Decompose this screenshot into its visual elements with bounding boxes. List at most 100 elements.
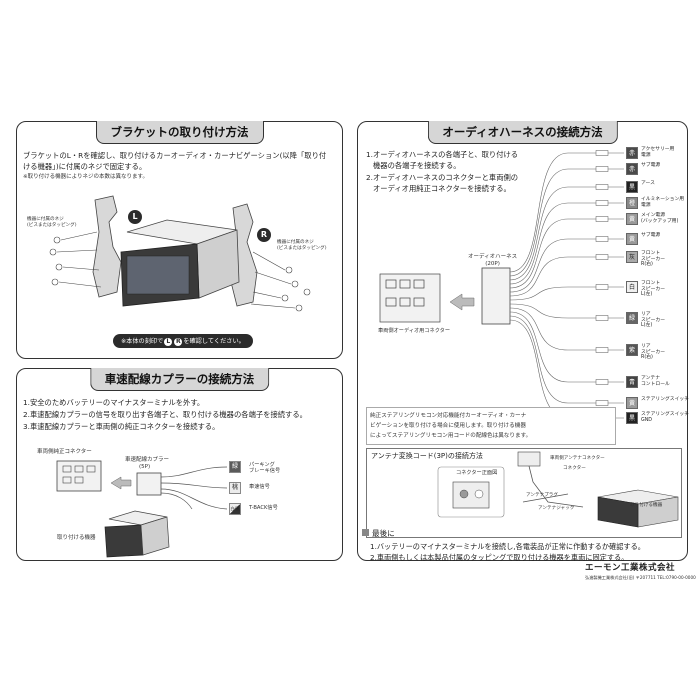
- bracket-desc-1: ブラケットのL・Rを確認し、取り付けるカーオーディオ・カーナビゲーション(以降「…: [23, 151, 327, 160]
- speed-device-label: 取り付ける機器: [57, 535, 96, 541]
- audio-wire-color-11: 黄: [626, 397, 638, 409]
- audio-wire-color-7: 白: [626, 281, 638, 293]
- audio-wire-label-11: ステアリングスイッチ: [641, 397, 689, 402]
- final-step-1: 1.バッテリーのマイナスターミナルを接続し,各電装品が正常に作動するか確認する。: [370, 542, 645, 551]
- speed-vehicle-connector: [56, 460, 102, 492]
- audio-wire-color-1: 赤: [626, 163, 638, 175]
- steering-note-2: ビゲーションを取り付ける場合に使用します。取り付ける機器: [370, 423, 526, 429]
- audio-wire-path-5: [509, 238, 624, 293]
- audio-illustration: [379, 150, 679, 528]
- pill-l: L: [164, 338, 173, 346]
- audio-panel: オーディオハーネスの接続方法 1.オーディオハーネスの各端子と、取り付ける 機器…: [357, 121, 689, 562]
- audio-wire-terminal-6: [595, 254, 609, 260]
- audio-wire-label-7: フロント スピーカー L(左): [641, 281, 665, 298]
- speed-wire-pink: [229, 482, 241, 494]
- badge-r: R: [257, 228, 271, 242]
- right-screw-label-2: (ビスまたはタッピング): [277, 245, 327, 251]
- audio-step-1-l2: 機器の各端子を接続する。: [373, 161, 461, 170]
- antenna-device-front: [597, 496, 639, 528]
- speed-panel: 車速配線カプラーの接続方法 1.安全のためバッテリーのマイナスターミナルを外す。…: [16, 368, 343, 561]
- audio-wire-path-6: [509, 256, 624, 297]
- steering-note: 純正ステアリングリモコン対応機能付カーオーディオ・カーナ ビゲーションを取り付け…: [366, 407, 616, 445]
- harness-label: オーディオハーネス (20P): [468, 254, 517, 268]
- pill-r: R: [174, 338, 183, 346]
- bracket-desc-2: ける機器」)に付属のネジで固定する。: [23, 162, 147, 171]
- audio-wire-color-2: 黒: [626, 181, 638, 193]
- audio-wire-terminal-5: [595, 236, 609, 242]
- company-sub: 弘進製機工業株式会社(旧) 〒207711 TEL:0790-00-0000: [585, 575, 696, 580]
- audio-wire-path-2: [509, 186, 624, 281]
- audio-wire-label-0: アクセサリー用 電源: [641, 147, 675, 158]
- audio-wire-terminal-9: [595, 347, 609, 353]
- left-screws: [49, 231, 102, 288]
- speed-wire-pink-color: 桃: [231, 484, 238, 491]
- bracket-note: ※取り付ける機器によりネジの本数は異なります。: [23, 174, 148, 180]
- speed-title: 車速配線カプラーの接続方法: [89, 368, 270, 391]
- audio-wire-color-6: 灰: [626, 251, 638, 263]
- speed-arrow: [110, 476, 132, 490]
- audio-wire-color-9: 紫: [626, 344, 638, 356]
- audio-vehicle-connector-label: 車両側オーディオ用コネクター: [378, 328, 451, 334]
- pill-suffix: を確認してください。: [183, 338, 245, 345]
- audio-wire-terminal-7: [595, 284, 609, 290]
- pill-prefix: ※本体の刻印で: [121, 338, 164, 345]
- company-name: エーモン工業株式会社: [585, 563, 676, 573]
- right-screws: [250, 251, 311, 312]
- speed-step-3: 3.車速配線カプラーと車両側の純正コネクターを接続する。: [23, 422, 220, 431]
- antenna-vehicle-label: 車両側アンテナコネクター: [550, 456, 605, 461]
- audio-wires: [509, 150, 624, 421]
- speed-wire-green: [229, 461, 241, 473]
- left-screw-label-1: 機器に付属のネジ: [27, 217, 64, 222]
- speed-wire-tback-label: T-BACK信号: [249, 505, 278, 511]
- audio-title: オーディオハーネスの接続方法: [427, 121, 618, 144]
- audio-wire-label-8: リア スピーカー L(左): [641, 312, 665, 329]
- final-square-icon: [362, 529, 369, 536]
- steering-note-1: 純正ステアリングリモコン対応機能付カーオーディオ・カーナ: [370, 413, 527, 419]
- left-screw-label-2: (ビスまたはタッピング): [27, 222, 77, 228]
- coupler-label: 車速配線カプラー (5P): [125, 457, 169, 471]
- speed-device-front: [104, 524, 144, 558]
- audio-wire-label-3: イルミネーション用 電源: [641, 197, 685, 208]
- bracket-title: ブラケットの取り付け方法: [95, 121, 264, 144]
- audio-step-1-l1: 1.オーディオハーネスの各端子と、取り付ける: [366, 150, 519, 159]
- audio-wire-path-11: [509, 315, 624, 404]
- audio-wire-path-1: [509, 168, 624, 277]
- speed-step-2: 2.車速配線カプラーの信号を取り出す各端子と、取り付ける機器の各端子を接続する。: [23, 410, 307, 419]
- audio-wire-terminal-10: [595, 379, 609, 385]
- audio-wire-label-1: サブ電源: [641, 163, 661, 168]
- antenna-title: アンテナ変換コード(3P)の接続方法: [371, 452, 483, 460]
- audio-wire-path-0: [509, 152, 624, 273]
- audio-wire-label-5: サブ電源: [641, 233, 661, 238]
- audio-wire-path-4: [509, 218, 624, 289]
- speed-wire-green-color: 緑: [231, 463, 238, 470]
- audio-wire-terminal-2: [595, 184, 609, 190]
- antenna-front-label: コネクター正面図: [456, 470, 498, 476]
- badge-l: L: [128, 210, 142, 224]
- coupler-label-name: 車速配線カプラー: [125, 457, 170, 463]
- speed-wire-green-label: パーキング ブレーキ信号: [249, 462, 281, 474]
- final-step-2: 2.車両側もしくは本製品付属のタッピングで取り付ける機器を車両に固定する。: [370, 553, 629, 562]
- audio-wire-label-4: メイン電源 (バックアップ用): [641, 213, 679, 224]
- audio-wire-color-4: 黄: [626, 213, 638, 225]
- antenna-box: アンテナ変換コード(3P)の接続方法: [366, 448, 682, 538]
- audio-wire-label-10: アンテナ コントロール: [641, 376, 670, 387]
- steering-note-3: によってステアリングリモコン用コードの配線色は異なります。: [370, 433, 532, 439]
- audio-wire-label-2: アース: [641, 181, 655, 186]
- bracket-illustration: [49, 195, 311, 312]
- audio-step-2-l2: オーディオ用純正コネクターを接続する。: [373, 184, 511, 193]
- audio-wire-terminal-11: [595, 400, 609, 406]
- audio-wire-color-0: 赤: [626, 147, 638, 159]
- left-screw-label: 機器に付属のネジ (ビスまたはタッピング): [27, 217, 77, 228]
- audio-wire-path-8: [509, 303, 624, 319]
- audio-wire-path-10: [509, 311, 624, 383]
- speed-coupler: [136, 472, 162, 496]
- harness-label-name: オーディオハーネス: [468, 254, 518, 260]
- audio-wire-label-6: フロント スピーカー R(右): [641, 251, 665, 268]
- speed-vehicle-connector-label: 車両側純正コネクター: [37, 449, 92, 455]
- audio-wire-path-9: [509, 307, 624, 351]
- antenna-device-label: 取り付ける機器: [630, 503, 663, 508]
- audio-wire-terminal-4: [595, 216, 609, 222]
- audio-wire-color-10: 青: [626, 376, 638, 388]
- audio-wire-terminal-1: [595, 166, 609, 172]
- unit-screen: [126, 255, 190, 295]
